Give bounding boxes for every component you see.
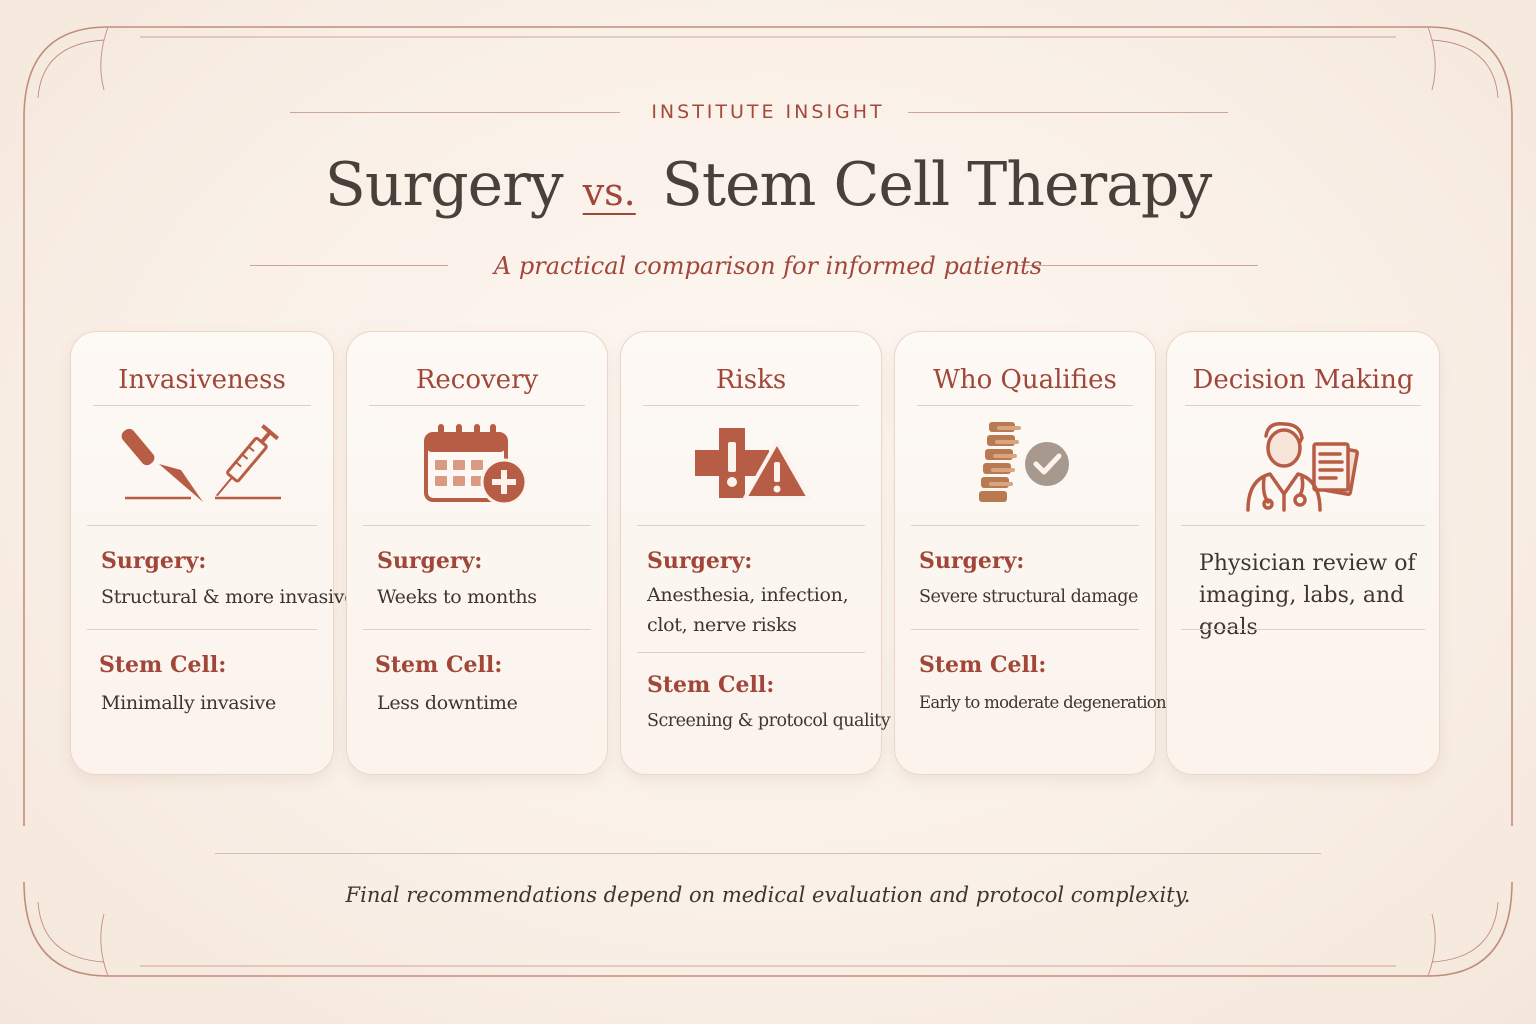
title-divider: [917, 405, 1133, 406]
calendar-plus-icon: [347, 422, 607, 522]
icon-divider: [1181, 525, 1425, 526]
stem-cell-value: Screening & protocol quality: [647, 711, 891, 731]
doctor-document-icon: [1167, 422, 1439, 522]
icon-divider: [911, 525, 1139, 526]
page-subtitle: A practical comparison for informed pati…: [493, 252, 1043, 280]
surgery-value: Anesthesia, infection, clot, nerve risks: [647, 584, 849, 636]
surgery-value: Severe structural damage: [919, 587, 1138, 607]
icon-divider: [637, 525, 865, 526]
eyebrow-divider-right: [908, 112, 1228, 113]
warning-cross-icon: [621, 422, 881, 522]
eyebrow-divider-left: [290, 112, 620, 113]
surgery-value: Structural & more invasive: [101, 586, 356, 608]
icon-divider: [363, 525, 591, 526]
stem-cell-label: Stem Cell:: [919, 652, 1047, 678]
title-divider: [369, 405, 585, 406]
stem-cell-value: Minimally invasive: [101, 692, 276, 714]
stem-cell-label: Stem Cell:: [375, 652, 503, 678]
card-title: Decision Making: [1192, 365, 1414, 395]
spine-check-icon: [895, 422, 1155, 522]
stem-cell-value: Less downtime: [377, 692, 518, 714]
card-title: Invasiveness: [118, 365, 286, 395]
surgery-label: Surgery:: [377, 548, 483, 574]
footer-divider: [215, 853, 1321, 854]
title-divider: [93, 405, 311, 406]
eyebrow-label: INSTITUTE INSIGHT: [651, 101, 885, 123]
row-divider: [637, 652, 865, 653]
card-risks: Risks Surgery: Anesthesia, infection, cl…: [620, 331, 891, 775]
subtitle-divider-left: [250, 265, 448, 266]
surgery-value: Weeks to months: [377, 586, 537, 608]
card-title: Risks: [715, 365, 787, 395]
title-left: Surgery: [324, 150, 564, 220]
eyebrow-row: INSTITUTE INSIGHT: [0, 96, 1536, 128]
stem-cell-label: Stem Cell:: [99, 652, 227, 678]
card-invasiveness: Invasiveness Surgery: Structural & more …: [70, 331, 355, 775]
title-right: Stem Cell Therapy: [661, 150, 1212, 220]
surgery-label: Surgery:: [101, 548, 207, 574]
subtitle-row: A practical comparison for informed pati…: [0, 246, 1536, 286]
title-divider: [643, 405, 859, 406]
subtitle-divider-right: [1018, 265, 1258, 266]
surgery-label: Surgery:: [647, 548, 753, 574]
title-divider: [1185, 405, 1421, 406]
surgery-label: Surgery:: [919, 548, 1025, 574]
card-who-qualifies: Who Qualifies Surgery: Severe str: [894, 331, 1167, 775]
row-divider: [363, 629, 591, 630]
scalpel-and-syringe-icon: [71, 422, 333, 522]
decision-note: Physician review of imaging, labs, and g…: [1199, 551, 1416, 640]
row-divider: [1181, 629, 1425, 630]
stem-cell-value: Early to moderate degeneration: [919, 693, 1167, 712]
stem-cell-label: Stem Cell:: [647, 672, 775, 698]
card-decision-making: Decision Making Physician review of: [1166, 331, 1440, 775]
page-title: Surgery vs. Stem Cell Therapy: [0, 140, 1536, 237]
row-divider: [911, 629, 1139, 630]
card-title: Who Qualifies: [933, 365, 1117, 395]
icon-divider: [87, 525, 317, 526]
title-vs: vs.: [582, 170, 636, 214]
footer-note: Final recommendations depend on medical …: [345, 883, 1191, 907]
card-title: Recovery: [415, 365, 539, 395]
card-recovery: Recovery Surgery: Weeks to months Stem C…: [346, 331, 608, 775]
row-divider: [87, 629, 317, 630]
